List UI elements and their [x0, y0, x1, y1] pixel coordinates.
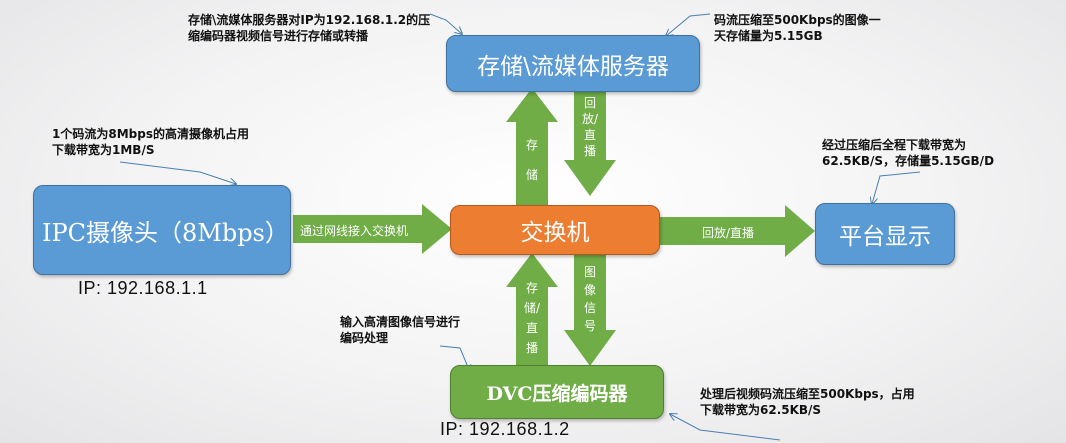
arrow-label-image-signal-down: 图像信号 [583, 265, 596, 333]
ipc-ip-address: IP: 192.168.1.1 [78, 278, 208, 298]
note-compressed-bandwidth: 经过压缩后全程下载带宽为62.5KB/S，存储量5.15GB/D [822, 138, 995, 168]
callout-line-platform [872, 171, 921, 204]
arrow-store-up [506, 88, 558, 205]
arrow-store-live-up [506, 253, 558, 365]
note-hd-input: 输入高清图像信号进行编码处理 [340, 315, 461, 345]
server-label: 存储\流媒体服务器 [477, 53, 669, 80]
dvc-encoder-label: DVC压缩编码器 [486, 382, 628, 405]
arrow-playback-right [660, 205, 815, 257]
platform-display-label: 平台显示 [839, 224, 931, 250]
callout-line-ipc [119, 161, 236, 184]
dvc-ip-address: IP: 192.168.1.2 [440, 419, 570, 439]
arrow-image-signal-down [564, 253, 616, 366]
arrow-label-playback-down: 回放/直播 [582, 96, 599, 158]
ipc-camera-label: IPC摄像头（8Mbps） [42, 218, 289, 247]
arrow-label-store-live-up: 存储/直播 [524, 281, 541, 355]
arrow-network-access [293, 204, 452, 254]
note-processed-bandwidth: 处理后视频码流压缩至500Kbps，占用下载带宽为62.5KB/S [700, 387, 915, 417]
arrow-label-network-access: 通过网线接入交换机 [300, 224, 409, 238]
note-server-storage: 存储\流媒体服务器对IP为192.168.1.2的压缩编码器视频信号进行存储或转… [188, 13, 431, 43]
ipc-camera-box: IPC摄像头（8Mbps） [33, 185, 291, 275]
arrow-label-playback-right: 回放/直播 [702, 226, 755, 240]
note-daily-storage: 码流压缩至500Kbps的图像一天存储量为5.15GB [714, 13, 881, 43]
platform-display-box: 平台显示 [815, 203, 955, 265]
callout-line-server [429, 13, 462, 34]
switch-box: 交换机 [450, 205, 660, 255]
dvc-encoder-box: DVC压缩编码器 [450, 365, 664, 419]
arrow-playback-down [564, 88, 616, 196]
switch-label: 交换机 [520, 220, 590, 246]
callout-line-storage [666, 13, 711, 36]
arrow-label-store-up: 存储 [525, 138, 538, 182]
callout-line-dvc [439, 345, 470, 372]
callout-line-processed [670, 414, 781, 441]
server-box: 存储\流媒体服务器 [446, 35, 700, 92]
note-ipc-bandwidth: 1个码流为8Mbps的高清摄像机占用下载带宽为1MB/S [52, 127, 249, 157]
